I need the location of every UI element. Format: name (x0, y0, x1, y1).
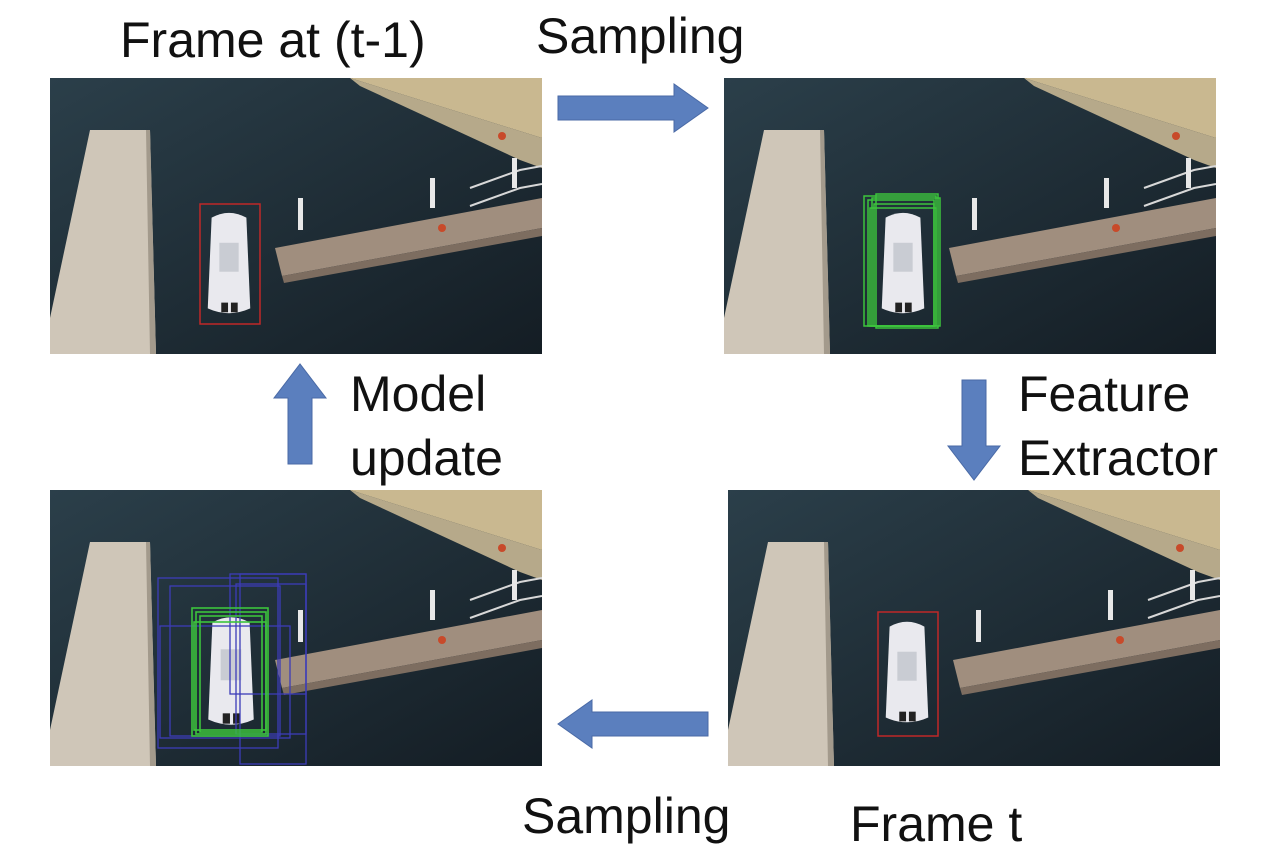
arrow-up-model (272, 362, 328, 466)
arrow-down-feature (946, 378, 1002, 482)
frame-t-label: Frame t (850, 796, 1023, 852)
model-update-line2: update (350, 430, 503, 486)
frame-prev-label: Frame at (t-1) (120, 12, 426, 68)
frame-sampling-image (724, 78, 1216, 354)
positive-sample-boxes (191, 607, 269, 737)
target-box (199, 203, 261, 325)
frame-prev-image (50, 78, 542, 354)
sampling-bottom-label: Sampling (522, 788, 731, 844)
frame-update-image (50, 490, 542, 766)
arrow-right-sampling (556, 82, 710, 134)
feature-extractor-line1: Feature (1018, 366, 1191, 422)
feature-extractor-line2: Extractor (1018, 430, 1219, 486)
sampling-top-label: Sampling (536, 8, 745, 64)
sample-boxes (863, 193, 941, 329)
arrow-left-sampling (556, 698, 710, 750)
frame-t-image (728, 490, 1220, 766)
model-update-line1: Model (350, 366, 487, 422)
tracked-box (877, 611, 939, 737)
